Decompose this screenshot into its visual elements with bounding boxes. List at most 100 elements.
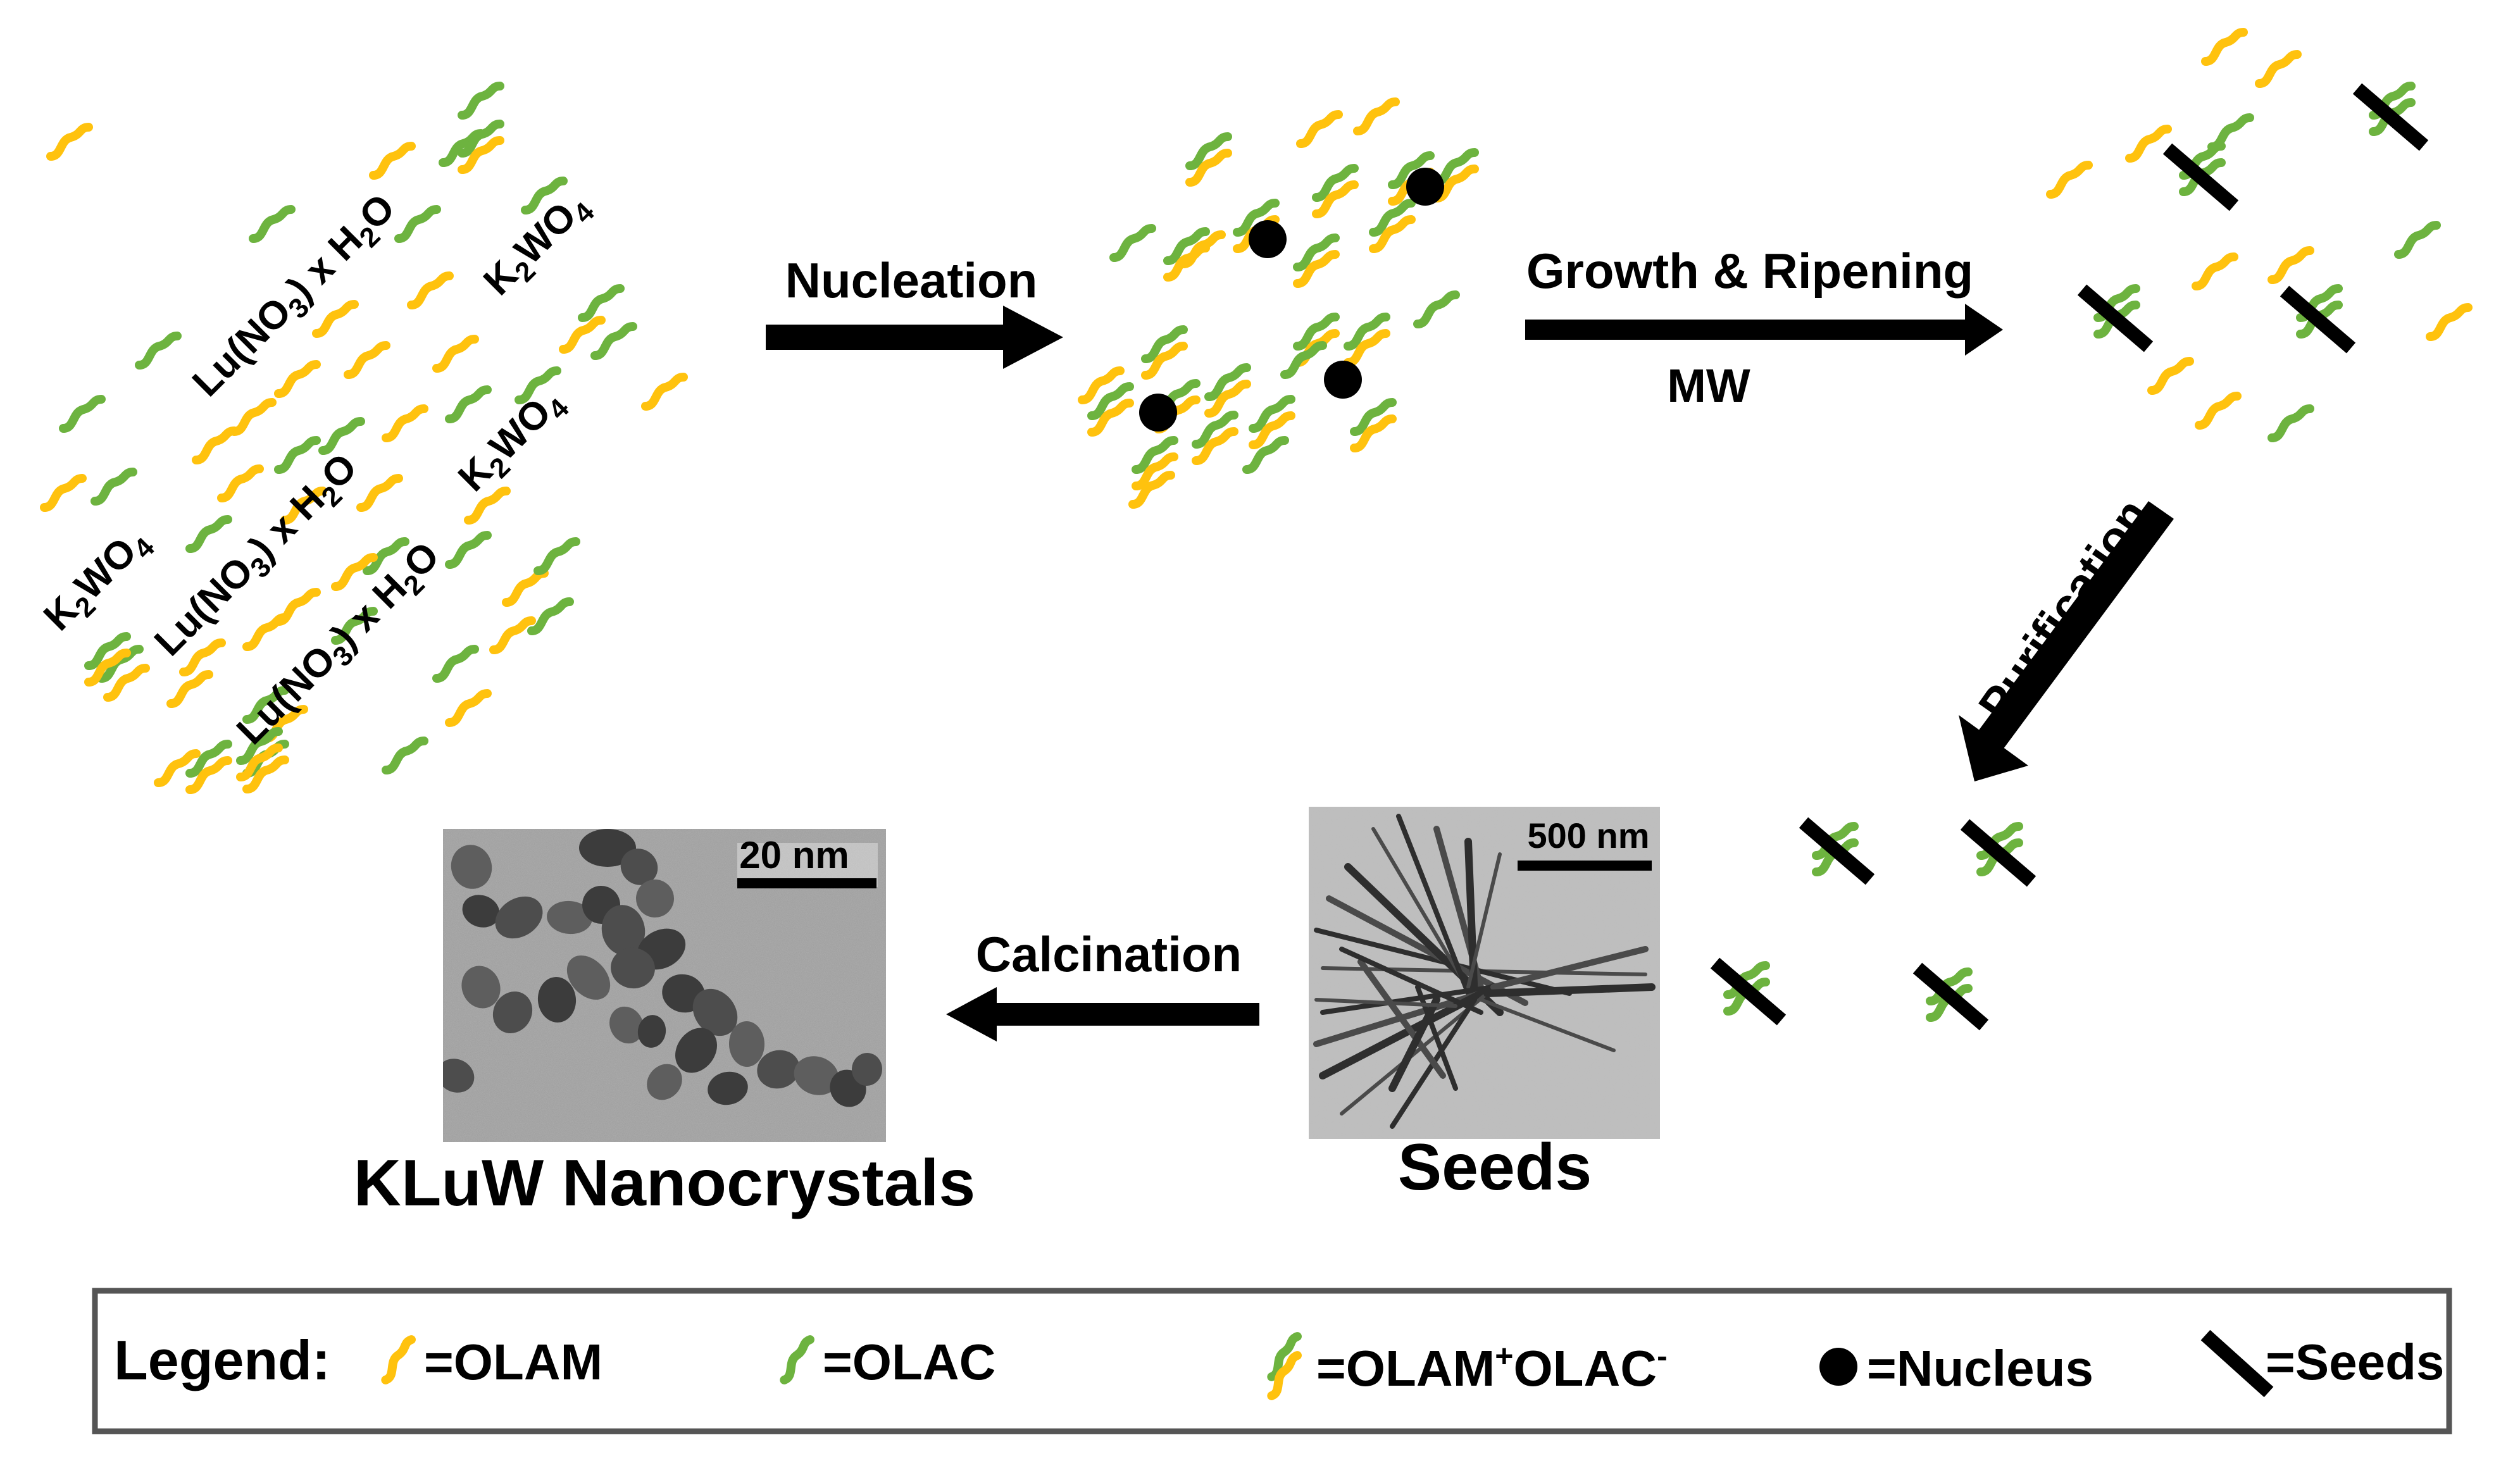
seeds-scale-label: 500 nm: [1528, 816, 1650, 855]
nanoparticle: [636, 880, 674, 917]
olam-ligand-icon: [361, 478, 399, 507]
olac-ligand-icon: [63, 399, 101, 428]
nanoparticle: [757, 1050, 800, 1089]
olac-ligand-icon: [190, 519, 228, 549]
calcination-arrow: [946, 987, 1259, 1041]
seed-rods: [1710, 83, 2429, 1031]
nanoparticle: [620, 849, 658, 885]
nanoparticle: [492, 992, 533, 1033]
nanoparticle: [611, 947, 655, 989]
nanoparticle-cluster: [443, 829, 883, 1107]
olac-ligand-icon: [386, 741, 424, 770]
nanorod: [1490, 946, 1649, 990]
legend-olam-icon: [376, 1340, 421, 1380]
olac-ligand-icon: [399, 209, 437, 239]
nanoparticle: [708, 1071, 748, 1105]
product-caption: KLuW Nanocrystals: [354, 1147, 975, 1220]
olam-ligand-icon: [278, 364, 316, 394]
legend-seed-icon: [2200, 1329, 2274, 1398]
olam-ligand-icon: [411, 276, 449, 305]
seed-rod: [1799, 817, 1875, 885]
microwave-label: MW: [1667, 359, 1750, 412]
nanoparticle: [692, 988, 738, 1036]
nanoparticle: [794, 1056, 839, 1095]
olam-ligand-icon: [449, 693, 487, 723]
nanoparticle: [851, 1053, 883, 1086]
olac-ligand-icon: [582, 289, 620, 318]
olam-ligand-icon: [2205, 32, 2243, 61]
legend-nucleus-label: =Nucleus: [1867, 1340, 2093, 1396]
nanorod: [1479, 998, 1616, 1052]
olam-ligand-icon: [234, 402, 272, 432]
nanoparticle: [537, 977, 577, 1023]
nucleus-dot: [1324, 361, 1362, 399]
olam-ligand-icon: [494, 621, 532, 650]
olam-ligand-icon: [2152, 361, 2190, 390]
olam-ligand-icon: [2259, 54, 2297, 84]
legend-frame: [92, 1288, 2452, 1434]
seeds-tem-image: 500 nm: [1309, 807, 1660, 1139]
nanorod: [1314, 998, 1457, 1008]
olam-ligand-icon: [1301, 115, 1338, 144]
purification-label: Purification: [1968, 489, 2159, 730]
olac-ligand-icon: [595, 326, 633, 356]
nanorod: [1483, 983, 1656, 997]
nanoparticle: [675, 1028, 717, 1073]
legend-olam-label: =OLAM: [424, 1334, 602, 1390]
olac-ligand-icon: [2272, 409, 2310, 438]
olam-ligand-icon: [563, 320, 601, 349]
nanoparticle: [547, 900, 592, 935]
olam-ligand-icon: [386, 409, 424, 438]
olac-ligand-icon: [2212, 118, 2250, 147]
nanoparticle: [728, 1021, 765, 1067]
nanoparticle: [637, 1015, 666, 1048]
legend: Legend: =OLAM =OLAC =OLAM+OLAC- =Nucleus…: [92, 1288, 2452, 1434]
olam-ligand-icon: [437, 339, 475, 368]
precursor-k2wo4-label: K2WO4: [35, 518, 161, 643]
legend-nucleus-icon: [1819, 1348, 1857, 1386]
legend-olac-label: =OLAC: [823, 1334, 995, 1390]
olam-ligand-icon: [44, 478, 82, 507]
olac-ligand-icon: [449, 390, 487, 419]
nucleation-label: Nucleation: [785, 252, 1038, 308]
olac-ligand-icon: [532, 602, 570, 631]
nanorod: [1464, 838, 1478, 1004]
nanorod: [1396, 814, 1471, 996]
nanorod: [1388, 996, 1440, 1092]
olam-ligand-icon: [196, 431, 234, 460]
nucleation-arrow: [766, 306, 1063, 369]
seed-rod: [1710, 957, 1787, 1026]
olac-ligand-icon: [323, 421, 361, 451]
precursor-labels: Lu(NO3) x H2O K2WO4 Lu(NO3) x H2O K2WO4 …: [35, 185, 601, 752]
olam-ligand-icon: [2196, 257, 2234, 286]
olam-ligand-icon: [2199, 396, 2237, 425]
purification-arrow: [1959, 501, 2174, 781]
process-arrows: [766, 304, 2174, 1041]
olam-ligand-icon: [221, 469, 259, 498]
nanorod: [1320, 985, 1496, 1015]
olac-ligand-icon: [2398, 225, 2436, 254]
seed-rod: [2352, 83, 2429, 151]
olam-ligand-icon: [468, 491, 506, 520]
olac-ligand-icon: [538, 542, 576, 571]
olac-ligand-icon: [437, 649, 475, 678]
olac-ligand-icon: [1114, 228, 1152, 258]
nanoparticle: [601, 905, 646, 955]
olac-ligand-icon: [139, 336, 177, 365]
seed-rod: [2077, 284, 2154, 352]
olam-ligand-icon: [2050, 165, 2088, 194]
seed-rod: [1960, 819, 2037, 887]
nanoparticle: [462, 895, 500, 928]
olam-ligand-icon: [506, 573, 544, 602]
nucleus-dot: [1139, 394, 1177, 432]
olam-ligand-icon: [2430, 308, 2468, 337]
product-scale-label: 20 nm: [739, 834, 849, 876]
seeds-scale-bar: [1518, 861, 1652, 871]
nanoparticle: [495, 896, 543, 939]
product-scale-bar: [737, 878, 876, 888]
legend-seeds-label: =Seeds: [2266, 1334, 2444, 1390]
nanoparticle: [566, 955, 611, 1000]
legend-olac-icon: [775, 1340, 820, 1380]
seed-rod: [2162, 143, 2239, 211]
nanoparticle: [609, 1006, 644, 1044]
